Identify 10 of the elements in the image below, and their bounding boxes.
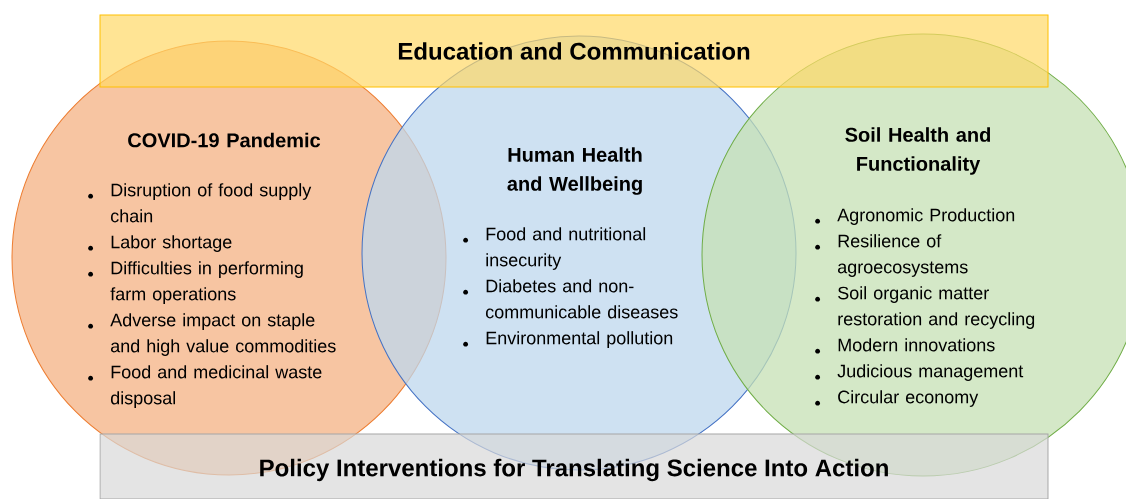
- bullet-list: Agronomic Production Resilience of agroecosystems Soil organic matter restoration and recycling Modern innovations Judicious management Circular economy: [815, 208, 1035, 407]
- banner-title: Policy Interventions for Translating Science Into Action: [260, 458, 888, 482]
- bullet-list: Disruption of food supply chain Labor shortage Difficulties in performing farm operations Adverse impact on staple and high value commodities Food and medicinal waste disposal: [88, 183, 336, 408]
- circle-heading: Soil Health and Functionality: [845, 127, 991, 175]
- banner-title: Education and Communication: [398, 42, 750, 60]
- banner: [99, 14, 1049, 88]
- bullet-list: Food and nutritional insecurity Diabetes and non-communicable diseases Environmental pollution: [463, 227, 678, 348]
- circle-heading: COVID-19 Pandemic: [128, 132, 321, 148]
- circle-heading: Human Health and Wellbeing: [507, 147, 642, 195]
- banner: [99, 433, 1049, 499]
